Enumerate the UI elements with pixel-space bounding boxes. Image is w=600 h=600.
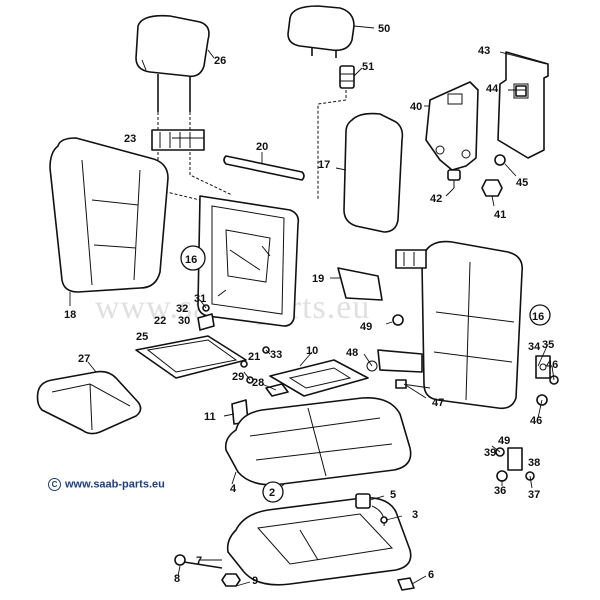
label-42: 42	[430, 193, 442, 205]
label-16a: 16	[185, 254, 197, 266]
hinge-plate-40	[425, 81, 479, 171]
label-27: 27	[78, 353, 90, 365]
label-10: 10	[306, 345, 318, 357]
seat-panel-25	[135, 335, 247, 379]
backrest-cushion-18	[49, 137, 169, 293]
heating-mat-10	[269, 359, 369, 397]
clip-6	[397, 577, 415, 591]
connector-5	[355, 493, 371, 509]
copyright-icon: C	[48, 478, 61, 491]
callout-circle-16a	[180, 245, 206, 271]
label-4: 4	[230, 483, 237, 495]
release-cable-47	[395, 379, 431, 389]
trim-strip-20	[223, 155, 305, 181]
label-46a: 46	[546, 359, 558, 371]
label-7: 7	[196, 555, 202, 567]
callout-circle-2	[262, 481, 284, 503]
label-34: 34	[528, 341, 541, 353]
label-26: 26	[214, 55, 226, 67]
backrest-cushion-16	[421, 240, 524, 410]
label-44: 44	[486, 83, 499, 95]
label-28: 28	[252, 377, 264, 389]
label-35: 35	[542, 339, 554, 351]
label-30: 30	[178, 315, 190, 327]
label-39: 39	[484, 447, 496, 459]
label-43: 43	[478, 45, 490, 57]
backrest-pad-17	[343, 112, 404, 233]
label-48: 48	[346, 347, 358, 359]
label-32: 32	[176, 303, 188, 315]
copyright-url-text: www.saab-parts.eu	[65, 478, 165, 491]
label-22: 22	[154, 315, 166, 327]
label-23: 23	[124, 133, 136, 145]
leader-lines	[69, 25, 555, 587]
label-38: 38	[528, 457, 540, 469]
label-37: 37	[528, 489, 540, 501]
label-29: 29	[232, 371, 244, 383]
label-50: 50	[378, 23, 390, 35]
label-19: 19	[312, 273, 324, 285]
nut-9	[221, 573, 241, 587]
label-49b: 49	[498, 435, 510, 447]
bolt-42	[447, 169, 461, 188]
label-3: 3	[412, 509, 418, 521]
backrest-mount	[395, 249, 427, 269]
headrest-50	[287, 5, 355, 58]
label-6: 6	[428, 569, 434, 581]
pocket-19	[337, 267, 383, 301]
label-16b: 16	[532, 311, 544, 323]
label-11: 11	[204, 411, 216, 423]
callout-circle-16b	[529, 304, 551, 326]
seat-frame-2	[226, 496, 412, 586]
label-9: 9	[252, 575, 258, 587]
label-8: 8	[174, 573, 180, 585]
backrest-frame	[197, 195, 300, 327]
label-40: 40	[410, 101, 422, 113]
label-47: 47	[432, 397, 444, 409]
label-36: 36	[494, 485, 506, 497]
label-46b: 46	[530, 415, 542, 427]
grommet-49a	[392, 314, 404, 326]
latch-48	[366, 349, 423, 373]
label-2: 2	[269, 487, 275, 499]
small-fixings-22-32	[197, 289, 227, 331]
guide-sleeve-51	[317, 65, 355, 200]
side-bracket-43	[497, 51, 549, 159]
label-33: 33	[270, 349, 282, 361]
label-45: 45	[516, 177, 528, 189]
label-51: 51	[362, 61, 374, 73]
label-5: 5	[390, 489, 396, 501]
clip-44	[515, 85, 527, 97]
seat-cushion-4	[224, 397, 412, 486]
bracket-23	[151, 129, 205, 151]
label-31: 31	[194, 293, 206, 305]
label-41: 41	[494, 209, 506, 221]
nut-41	[481, 179, 503, 197]
label-25: 25	[136, 331, 148, 343]
label-20: 20	[256, 141, 268, 153]
bolt-8	[174, 554, 223, 569]
label-18: 18	[64, 309, 76, 321]
label-17: 17	[318, 159, 330, 171]
label-21: 21	[248, 351, 260, 363]
cushion-27	[36, 370, 142, 435]
nut-45	[494, 154, 506, 166]
latch-hardware-36-39	[495, 447, 535, 482]
pad-28	[265, 383, 289, 397]
label-49a: 49	[360, 321, 372, 333]
